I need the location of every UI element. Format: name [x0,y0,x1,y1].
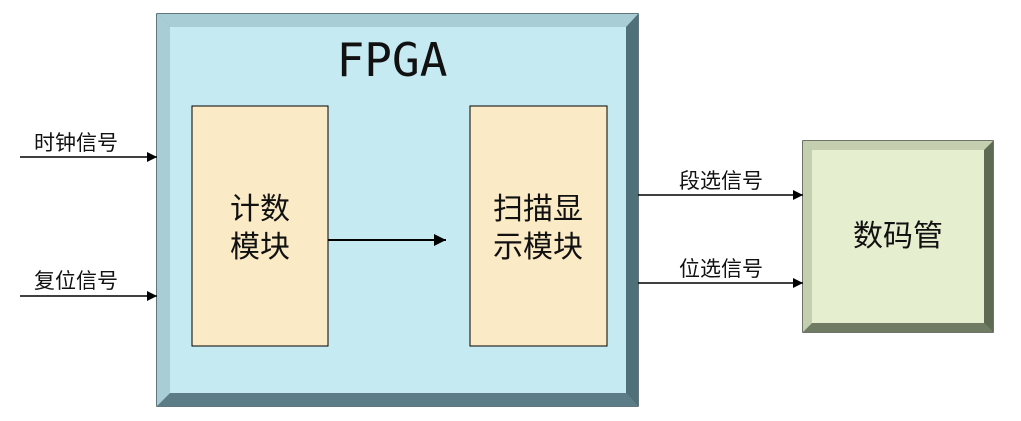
fpga-title: FPGA [337,33,448,87]
segment-select-signal: 段选信号 [638,169,803,200]
fpga-bevel-left [157,14,170,406]
counter-module: 计数 模块 [191,105,329,347]
digit-select-label: 位选信号 [679,257,763,281]
counter-module-label-line1: 计数 [230,192,290,227]
counter-module-box [191,105,329,347]
reset-signal-label: 复位信号 [34,269,118,293]
display-bevel-bottom [803,323,993,332]
fpga-bevel-right [626,14,638,406]
fpga-bevel-top [157,14,638,27]
segment-select-label: 段选信号 [679,169,763,193]
scan-display-module: 扫描显 示模块 [469,105,608,347]
display-bevel-top [803,141,993,150]
clock-signal-label: 时钟信号 [34,131,118,155]
display-bevel-left [803,141,812,332]
display-face [812,150,984,323]
digit-select-signal: 位选信号 [638,257,803,288]
fpga-bevel-bottom [157,393,638,406]
display-block: 数码管 [802,140,994,333]
reset-signal: 复位信号 [20,269,157,301]
scan-display-module-label-line2: 示模块 [493,230,583,265]
display-label: 数码管 [853,219,943,254]
counter-module-label-line2: 模块 [230,230,290,265]
scan-display-module-label-line1: 扫描显 [493,192,583,227]
clock-signal: 时钟信号 [20,131,157,162]
display-bevel-right [984,141,993,332]
scan-display-module-box [469,105,608,347]
